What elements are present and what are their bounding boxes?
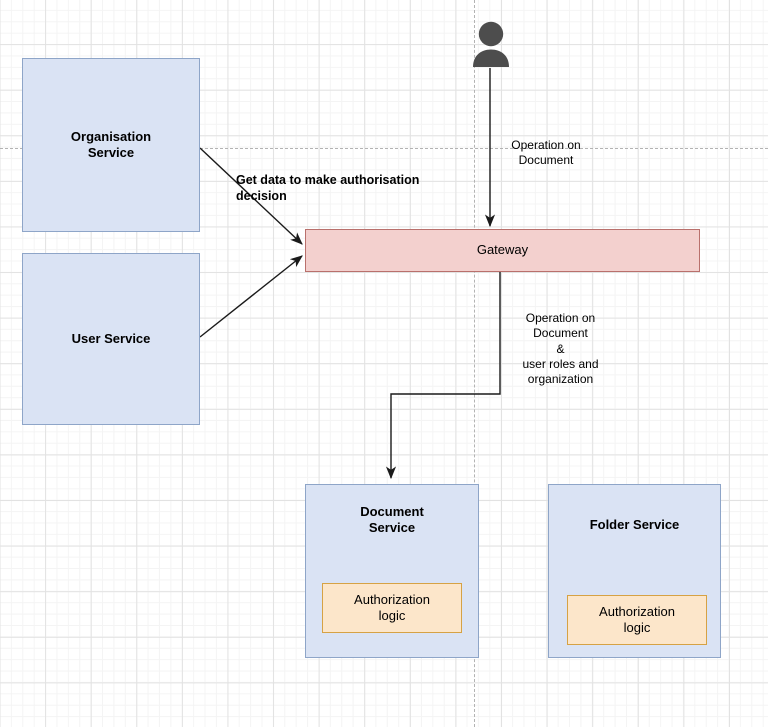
edge-label-services-to-gateway: Get data to make authorisation decision bbox=[236, 173, 420, 203]
horizontal-guide bbox=[0, 148, 768, 149]
node-folder-authorization-logic-label: Authorization logic bbox=[599, 603, 675, 635]
node-gateway[interactable]: Gateway bbox=[305, 229, 700, 272]
node-document-service-label: Document Service bbox=[360, 504, 424, 536]
node-user-service-label: User Service bbox=[71, 330, 151, 346]
node-user-service[interactable]: User Service bbox=[22, 253, 200, 425]
edge-label-gateway-to-document: Operation on Document & user roles and o… bbox=[522, 311, 599, 387]
person-icon bbox=[473, 21, 509, 67]
node-document-authorization-logic[interactable]: Authorization logic bbox=[322, 583, 462, 633]
node-document-authorization-logic-label: Authorization logic bbox=[354, 591, 430, 623]
node-organisation-service[interactable]: Organisation Service bbox=[22, 58, 200, 232]
node-folder-service-label: Folder Service bbox=[589, 517, 680, 532]
node-organisation-service-label: Organisation Service bbox=[70, 128, 152, 160]
edge-label-user-to-gateway: Operation on Document bbox=[511, 138, 581, 168]
node-folder-authorization-logic[interactable]: Authorization logic bbox=[567, 595, 707, 645]
node-gateway-label: Gateway bbox=[476, 242, 529, 258]
user-actor bbox=[470, 20, 512, 68]
